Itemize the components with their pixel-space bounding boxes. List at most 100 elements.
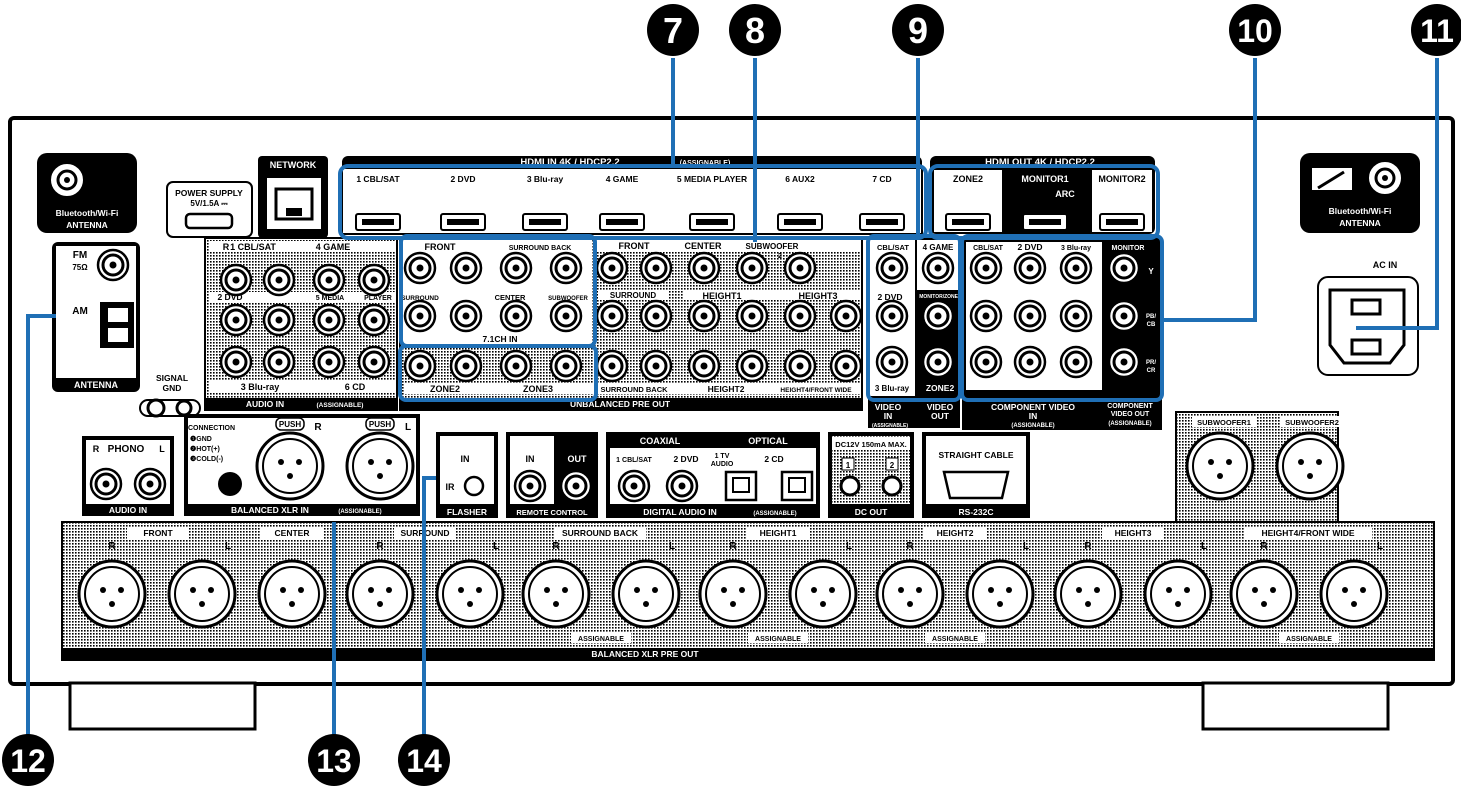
pre-out-jack-3[interactable] <box>499 251 533 285</box>
dc-out-2-jack[interactable] <box>881 475 903 497</box>
pre-out-jack-19[interactable] <box>639 299 673 333</box>
video-out-zone2-jack[interactable] <box>921 345 955 379</box>
phono-l-jack[interactable] <box>133 467 167 501</box>
pre-out-jack-15[interactable] <box>687 251 721 285</box>
component-jack-3-1[interactable] <box>1059 251 1093 285</box>
hdmi-in-port-2[interactable] <box>440 213 486 231</box>
xlr-pre-front-jack-2[interactable] <box>167 559 237 629</box>
xlr-pre-height3-jack-2[interactable] <box>1143 559 1213 629</box>
pre-out-jack-17[interactable] <box>783 251 817 285</box>
bt-antenna-right[interactable]: Bluetooth/Wi-Fi ANTENNA <box>1300 153 1420 233</box>
pre-out-jack-29[interactable] <box>829 349 863 383</box>
pre-out-jack-11[interactable] <box>499 349 533 383</box>
audio-in-jack-5[interactable] <box>219 303 253 337</box>
component-jack-1-2[interactable] <box>969 299 1003 333</box>
pre-out-jack-21[interactable] <box>735 299 769 333</box>
phono-r-jack[interactable] <box>89 467 123 501</box>
video-out-monitor-jack[interactable] <box>921 299 955 333</box>
hdmi-in-port-3[interactable] <box>522 213 568 231</box>
pre-out-jack-2[interactable] <box>449 251 483 285</box>
pre-out-jack-18[interactable] <box>595 299 629 333</box>
pre-out-jack-22[interactable] <box>783 299 817 333</box>
pre-out-jack-24[interactable] <box>595 349 629 383</box>
audio-in-jack-4[interactable] <box>357 263 391 297</box>
xlr-pre-height2-jack-1[interactable] <box>875 559 945 629</box>
rs232-port[interactable] <box>942 470 1010 500</box>
video-in-2-jack[interactable] <box>875 299 909 333</box>
xlr-pre-surround-jack-2[interactable] <box>435 559 505 629</box>
sub-xlr1-jack[interactable] <box>1185 431 1255 501</box>
audio-in-jack-8[interactable] <box>357 303 391 337</box>
xlr-pre-height1-jack-2[interactable] <box>788 559 858 629</box>
hdmi-out-zone2-port[interactable] <box>945 213 991 231</box>
component-jack-4-2[interactable] <box>1107 299 1141 333</box>
hdmi-in-port-1[interactable] <box>355 213 401 231</box>
network-port[interactable]: NETWORK <box>258 156 328 238</box>
xlr-pre-surround-jack-1[interactable] <box>345 559 415 629</box>
fm-antenna-jack[interactable] <box>96 248 130 282</box>
xlr-pre-height4-jack-1[interactable] <box>1229 559 1299 629</box>
pre-out-jack-14[interactable] <box>639 251 673 285</box>
xlr-pre-height4-jack-2[interactable] <box>1319 559 1389 629</box>
xlr-pre-surround_back-jack-2[interactable] <box>611 559 681 629</box>
remote-in-jack[interactable] <box>513 469 547 503</box>
signal-gnd[interactable]: SIGNAL GND <box>139 373 201 418</box>
remote-out-jack[interactable] <box>559 469 593 503</box>
pre-out-jack-26[interactable] <box>687 349 721 383</box>
coax2-jack[interactable] <box>665 469 699 503</box>
pre-out-jack-28[interactable] <box>783 349 817 383</box>
component-jack-2-1[interactable] <box>1013 251 1047 285</box>
pre-out-jack-10[interactable] <box>449 349 483 383</box>
component-jack-2-2[interactable] <box>1013 299 1047 333</box>
audio-in-jack-11[interactable] <box>312 345 346 379</box>
pre-out-jack-5[interactable] <box>403 299 437 333</box>
xlr-pre-center-jack-1[interactable] <box>257 559 327 629</box>
component-jack-4-1[interactable] <box>1107 251 1141 285</box>
pre-out-jack-6[interactable] <box>449 299 483 333</box>
pre-out-jack-13[interactable] <box>595 251 629 285</box>
component-jack-2-3[interactable] <box>1013 345 1047 379</box>
bt-antenna-left[interactable]: Bluetooth/Wi-Fi ANTENNA <box>37 153 137 233</box>
coax1-jack[interactable] <box>617 469 651 503</box>
audio-in-jack-6[interactable] <box>262 303 296 337</box>
xlr-in-r-jack[interactable] <box>255 431 325 501</box>
ac-inlet[interactable]: AC IN <box>1317 260 1419 376</box>
pre-out-jack-27[interactable] <box>735 349 769 383</box>
sub-xlr2-jack[interactable] <box>1275 431 1345 501</box>
audio-in-jack-7[interactable] <box>312 303 346 337</box>
component-jack-1-3[interactable] <box>969 345 1003 379</box>
xlr-pre-front-jack-1[interactable] <box>77 559 147 629</box>
hdmi-in-port-5[interactable] <box>689 213 735 231</box>
pre-out-jack-16[interactable] <box>735 251 769 285</box>
pre-out-jack-4[interactable] <box>549 251 583 285</box>
audio-in-jack-2[interactable] <box>262 263 296 297</box>
hdmi-in-port-4[interactable] <box>599 213 645 231</box>
hdmi-out-monitor1-port[interactable] <box>1022 213 1068 231</box>
hdmi-out-monitor2-port[interactable] <box>1099 213 1145 231</box>
flasher-jack[interactable] <box>463 475 485 497</box>
xlr-pre-height2-jack-2[interactable] <box>965 559 1035 629</box>
xlr-pre-surround_back-jack-1[interactable] <box>521 559 591 629</box>
pre-out-jack-7[interactable] <box>499 299 533 333</box>
audio-in-jack-3[interactable] <box>312 263 346 297</box>
hdmi-in-port-7[interactable] <box>859 213 905 231</box>
pre-out-jack-8[interactable] <box>549 299 583 333</box>
video-in-4-jack[interactable] <box>921 251 955 285</box>
pre-out-jack-1[interactable] <box>403 251 437 285</box>
component-jack-4-3[interactable] <box>1107 345 1141 379</box>
xlr-pre-height1-jack-1[interactable] <box>698 559 768 629</box>
audio-in-jack-1[interactable] <box>219 263 253 297</box>
pre-out-jack-25[interactable] <box>639 349 673 383</box>
component-jack-3-2[interactable] <box>1059 299 1093 333</box>
video-in-3-jack[interactable] <box>875 345 909 379</box>
audio-in-jack-10[interactable] <box>262 345 296 379</box>
video-in-1-jack[interactable] <box>875 251 909 285</box>
pre-out-jack-20[interactable] <box>687 299 721 333</box>
power-supply-usb[interactable]: POWER SUPPLY 5V/1.5A ⎓ <box>166 181 253 238</box>
pre-out-jack-23[interactable] <box>829 299 863 333</box>
xlr-in-l-jack[interactable] <box>345 431 415 501</box>
xlr-pre-height3-jack-1[interactable] <box>1053 559 1123 629</box>
component-jack-3-3[interactable] <box>1059 345 1093 379</box>
audio-in-jack-12[interactable] <box>357 345 391 379</box>
pre-out-jack-9[interactable] <box>403 349 437 383</box>
